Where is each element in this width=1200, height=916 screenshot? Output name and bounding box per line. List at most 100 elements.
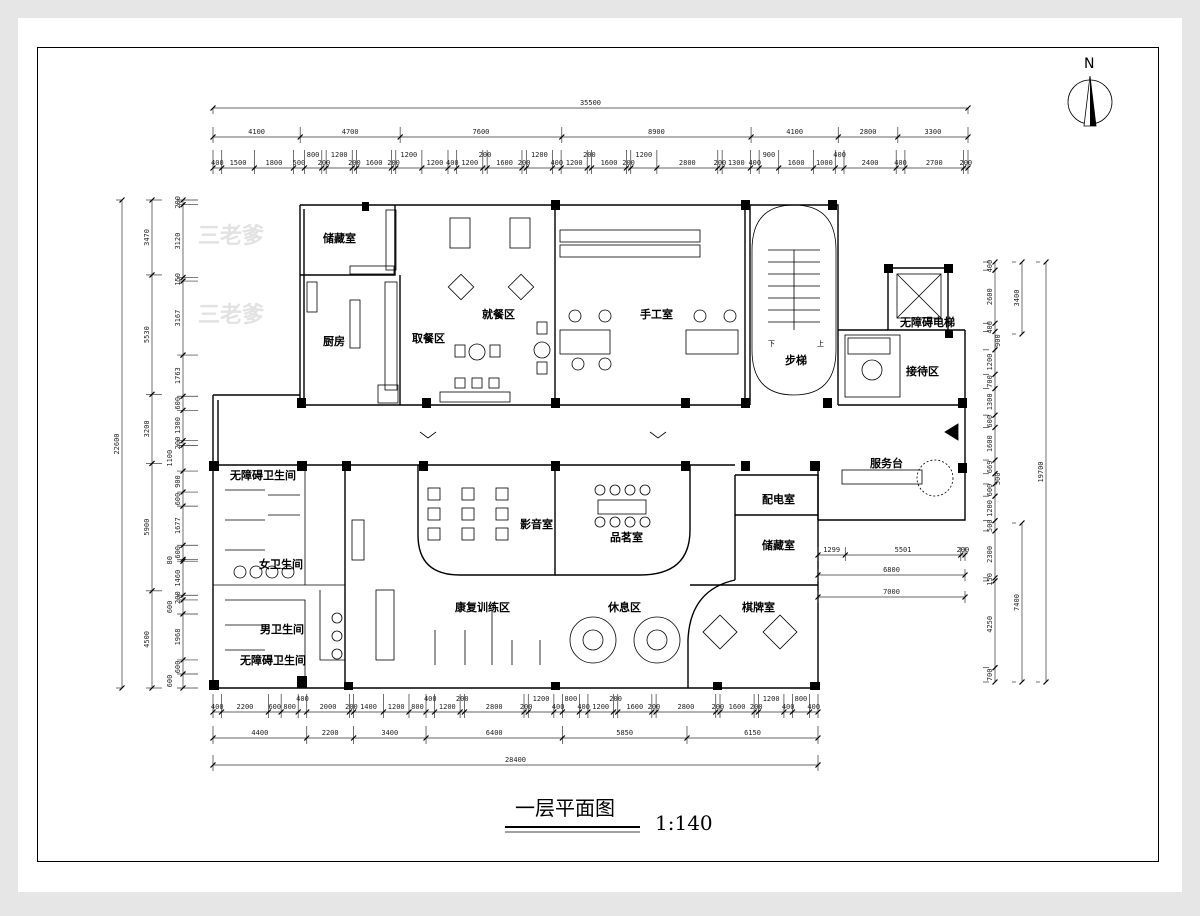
dimension-tick-mark bbox=[992, 527, 998, 534]
dimension-left-total-label: 22600 bbox=[113, 433, 121, 454]
furniture bbox=[233, 204, 959, 665]
dimension-left-axes-label: 5900 bbox=[143, 519, 151, 536]
dimension-tick-mark bbox=[119, 685, 125, 691]
dimension-bottom-detail-label: 200 bbox=[520, 703, 533, 711]
dimension-tick-mark bbox=[614, 709, 621, 715]
dimension-tick-mark bbox=[1043, 679, 1049, 685]
dimension-bottom-detail-label: 1200 bbox=[592, 703, 609, 711]
dimension-top-detail-label: 2700 bbox=[926, 159, 943, 167]
dimension-bottom-detail-label: 2800 bbox=[486, 703, 503, 711]
dimension-tick-mark bbox=[775, 165, 782, 171]
dimension-top-detail-label: 1200 bbox=[400, 151, 417, 159]
room-label-electrical: 配电室 bbox=[762, 492, 795, 506]
dimension-tick-mark bbox=[815, 552, 821, 558]
stairs-up-label: 上 bbox=[817, 339, 824, 348]
dimension-tick-mark bbox=[992, 664, 998, 671]
dimension-top-detail-label: 200 bbox=[714, 159, 727, 167]
dimension-tick-mark bbox=[558, 134, 565, 140]
dimension-top-detail-label: 400 bbox=[446, 159, 459, 167]
dimension-left-detail-label: 150 bbox=[174, 273, 182, 286]
dimension-bottom-detail-label: 400 bbox=[807, 703, 820, 711]
dimension-tick-mark bbox=[180, 352, 186, 359]
dimension-left-detail-label: 1677 bbox=[174, 517, 182, 534]
dimension-tick-mark bbox=[751, 709, 758, 715]
room-label-storage-south: 储藏室 bbox=[762, 538, 795, 552]
dimension-left-detail-label: 600 bbox=[166, 675, 174, 688]
dimension-tick-mark bbox=[842, 552, 849, 558]
dimension-bottom-detail-label: 800 bbox=[795, 695, 808, 703]
dimension-tick-mark bbox=[815, 572, 821, 578]
dimension-tick-mark bbox=[584, 165, 591, 171]
dimension-tick-mark bbox=[559, 735, 566, 741]
dimension-tick-mark bbox=[461, 709, 468, 715]
dimension-tick-mark bbox=[748, 134, 754, 140]
dimension-tick-mark bbox=[525, 709, 532, 715]
dimension-tick-mark bbox=[992, 679, 998, 685]
dimension-bottom-detail-label: 1200 bbox=[533, 695, 550, 703]
dimension-right-axes-top-label: 3400 bbox=[1013, 290, 1021, 307]
dimension-tick-mark bbox=[303, 735, 310, 741]
dimension-bottom-axes-label: 2200 bbox=[322, 729, 339, 737]
dimension-tick-mark bbox=[965, 105, 971, 111]
dimension-right-detail-label: 2300 bbox=[986, 546, 994, 563]
dimension-tick-mark bbox=[180, 611, 186, 617]
dimension-left-axes-label: 3200 bbox=[143, 420, 151, 437]
dimension-left-detail-label: 3120 bbox=[174, 233, 182, 250]
dimension-top-detail-label: 500 bbox=[293, 159, 306, 167]
dimension-left-axes-label: 3470 bbox=[143, 229, 151, 246]
dimension-tick-mark bbox=[180, 503, 186, 510]
watermark: 三老爹 bbox=[198, 223, 265, 249]
dimension-tick-mark bbox=[180, 274, 186, 281]
dimension-top-detail-label: 200 bbox=[479, 151, 492, 159]
dimension-tick-mark bbox=[418, 165, 425, 171]
dimension-bottom-detail-label: 1400 bbox=[360, 703, 377, 711]
dimension-top-detail-label: 1800 bbox=[265, 159, 282, 167]
dimension-left-detail-label: 1460 bbox=[174, 570, 182, 587]
dimension-tick-mark bbox=[893, 165, 900, 171]
dimension-right-detail-label: 600 bbox=[986, 415, 994, 428]
dimension-tick-mark bbox=[960, 165, 967, 171]
dimension-east-detail-label: 5501 bbox=[895, 546, 912, 554]
dimension-right-detail-label: 400 bbox=[986, 321, 994, 334]
dimension-right-detail-label: 1600 bbox=[986, 435, 994, 452]
room-label-stairs: 步梯 bbox=[785, 353, 807, 367]
dimension-top-detail-label: 1600 bbox=[788, 159, 805, 167]
dimension-bottom-detail-label: 400 bbox=[211, 703, 224, 711]
dimension-tick-mark bbox=[180, 671, 186, 677]
dimension-tick-mark bbox=[719, 165, 726, 171]
room-label-craft: 手工室 bbox=[640, 307, 673, 321]
dimension-left-detail-label: 3167 bbox=[174, 310, 182, 327]
dimension-tick-mark bbox=[295, 709, 302, 715]
dimension-bottom-detail-label: 200 bbox=[750, 703, 763, 711]
dimension-tick-mark bbox=[832, 165, 839, 171]
dimension-east-total-label: 7000 bbox=[883, 588, 900, 596]
stairs-down-label: 下 bbox=[768, 340, 775, 348]
dimension-bottom-detail-label: 400 bbox=[296, 695, 309, 703]
dimension-top-detail-label: 1200 bbox=[331, 151, 348, 159]
dimension-right-detail-label: 4250 bbox=[986, 616, 994, 633]
room-label-kitchen: 厨房 bbox=[323, 334, 345, 348]
dimension-tick-mark bbox=[806, 709, 813, 715]
dimension-bottom-detail-label: 200 bbox=[456, 695, 469, 703]
dimension-tick-mark bbox=[1019, 520, 1025, 526]
drawing-scale: 1:140 bbox=[655, 811, 713, 835]
dimension-tick-mark bbox=[218, 709, 225, 715]
dimension-tick-mark bbox=[346, 709, 353, 715]
dimension-left-detail-label: 900 bbox=[174, 475, 182, 488]
room-label-dining: 就餐区 bbox=[482, 307, 515, 321]
dimension-right-detail-label: 700 bbox=[986, 375, 994, 388]
dimension-bottom-detail-label: 400 bbox=[577, 703, 590, 711]
dimension-top-detail-label: 200 bbox=[583, 151, 596, 159]
dimension-right-detail-label: 1300 bbox=[986, 393, 994, 410]
dimension-tick-mark bbox=[841, 165, 847, 171]
dimension-right-detail-label: 2600 bbox=[986, 288, 994, 305]
dimension-tick-mark bbox=[349, 165, 356, 171]
dimension-tick-mark bbox=[431, 709, 438, 715]
dimension-bottom-detail-label: 400 bbox=[424, 695, 437, 703]
dimension-tick-mark bbox=[180, 197, 186, 203]
dimension-right-detail-label: 150 bbox=[986, 573, 994, 586]
dimension-tick-mark bbox=[278, 709, 285, 715]
dimension-tick-mark bbox=[714, 165, 721, 171]
dimension-top-detail-label: 1300 bbox=[728, 159, 745, 167]
